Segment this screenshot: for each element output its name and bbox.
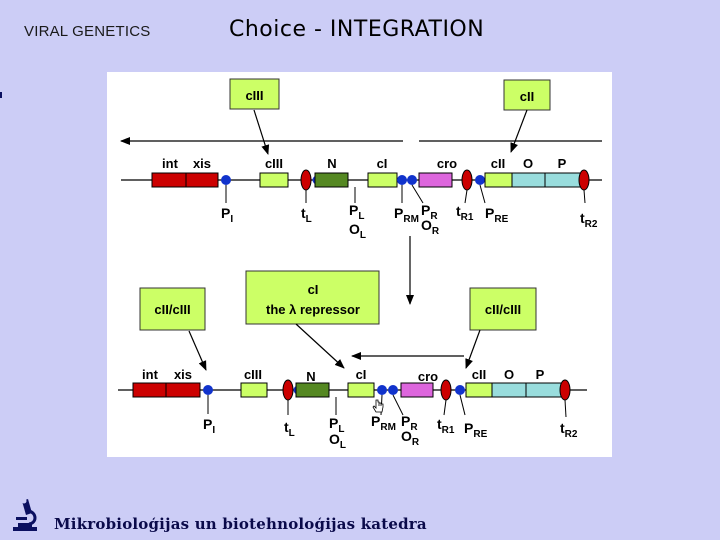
svg-text:tR1: tR1 bbox=[456, 203, 474, 223]
gene-ci-block bbox=[367, 172, 398, 188]
gene-p-block bbox=[544, 172, 582, 188]
gene-cii-label-bottom: cII bbox=[472, 367, 486, 382]
gene-cii-label: cII bbox=[491, 156, 505, 171]
svg-text:PRE: PRE bbox=[485, 205, 509, 225]
promoter-pr bbox=[407, 175, 417, 185]
edge-mark bbox=[0, 92, 2, 98]
gene-n-label-bottom: N bbox=[306, 369, 315, 384]
promoter-pi-bottom bbox=[203, 385, 213, 395]
cursor-hand-icon bbox=[372, 399, 384, 413]
gene-cro-label-bottom: cro bbox=[418, 369, 438, 384]
integration-diagram: cIII cII int xis cIII N cI cro cII O P bbox=[118, 78, 602, 451]
arrow-icon bbox=[295, 323, 345, 369]
arrow-icon bbox=[510, 109, 528, 153]
promoter-pr-bottom bbox=[388, 385, 398, 395]
ciicii-left-box bbox=[139, 287, 206, 331]
gene-ci-label-bottom: cI bbox=[356, 367, 367, 382]
repressor-box bbox=[245, 270, 380, 325]
gene-cro-block-bottom bbox=[400, 382, 434, 398]
gene-n-block bbox=[314, 172, 349, 188]
cii-top-label: cII bbox=[520, 89, 534, 104]
svg-text:tR2: tR2 bbox=[580, 210, 598, 230]
gene-ciii-block bbox=[259, 172, 289, 188]
slide-title: Choice - INTEGRATION bbox=[229, 17, 485, 42]
arrow-icon bbox=[188, 330, 207, 371]
svg-text:tL: tL bbox=[284, 419, 295, 439]
svg-text:PRE: PRE bbox=[464, 420, 488, 440]
diagram-panel: cIII cII int xis cIII N cI cro cII O P bbox=[107, 72, 612, 457]
svg-text:PRM: PRM bbox=[371, 413, 396, 433]
course-label: VIRAL GENETICS bbox=[24, 23, 151, 40]
gene-ciii-block-bottom bbox=[240, 382, 268, 398]
site-labels-top: PI tL PL OL PRM PR OR tR1 PRE tR2 bbox=[221, 202, 598, 241]
arrow-icon bbox=[465, 329, 481, 369]
ciicii-right-label: cII/cIII bbox=[485, 302, 521, 317]
gene-cii-block bbox=[484, 172, 513, 188]
promoter-prm bbox=[397, 175, 407, 185]
gene-p-block-bottom bbox=[525, 382, 562, 398]
terminator-tr2-bottom bbox=[559, 379, 571, 401]
gene-cro-block bbox=[418, 172, 453, 188]
promoter-prm-bottom bbox=[377, 385, 387, 395]
ciicii-left-label: cII/cIII bbox=[154, 302, 190, 317]
svg-text:PI: PI bbox=[203, 416, 215, 436]
gene-int-block-bottom bbox=[132, 382, 167, 398]
gene-o-block-bottom bbox=[491, 382, 527, 398]
gene-int-label: int bbox=[162, 156, 179, 171]
gene-int-label-bottom: int bbox=[142, 367, 159, 382]
site-labels-bottom: PI tL PL OL PRM PR OR tR1 PRE tR2 bbox=[203, 413, 578, 451]
svg-text:PI: PI bbox=[221, 205, 233, 225]
gene-p-label-bottom: P bbox=[536, 367, 545, 382]
microscope-logo-icon bbox=[10, 497, 42, 537]
gene-n-label: N bbox=[327, 156, 336, 171]
repressor-line2: the λ repressor bbox=[266, 302, 360, 317]
repressor-line1: cI bbox=[308, 282, 319, 297]
svg-text:PRM: PRM bbox=[394, 205, 419, 225]
terminator-tl-bottom bbox=[282, 379, 294, 401]
gene-n-block-bottom bbox=[295, 382, 330, 398]
terminator-tr1 bbox=[461, 169, 473, 191]
gene-o-block bbox=[511, 172, 546, 188]
gene-p-label: P bbox=[558, 156, 567, 171]
svg-text:OL: OL bbox=[349, 221, 366, 241]
site-stems-top bbox=[225, 184, 586, 204]
promoter-pi bbox=[221, 175, 231, 185]
promoter-pre bbox=[475, 175, 485, 185]
svg-text:PL: PL bbox=[349, 202, 364, 222]
gene-cii-block-bottom bbox=[465, 382, 493, 398]
gene-ci-label: cI bbox=[377, 156, 388, 171]
gene-xis-label-bottom: xis bbox=[174, 367, 192, 382]
terminator-tl bbox=[300, 169, 312, 191]
gene-ciii-label-bottom: cIII bbox=[244, 367, 262, 382]
svg-text:tR1: tR1 bbox=[437, 416, 455, 436]
svg-text:tL: tL bbox=[301, 205, 312, 225]
site-stems-bottom bbox=[207, 394, 567, 418]
arrow-icon bbox=[253, 109, 270, 155]
cii-top-box bbox=[503, 79, 551, 111]
gene-xis-label: xis bbox=[193, 156, 211, 171]
gene-o-label: O bbox=[523, 156, 533, 171]
svg-text:tR2: tR2 bbox=[560, 420, 578, 440]
ciii-top-box bbox=[229, 78, 280, 110]
gene-xis-block-bottom bbox=[165, 382, 201, 398]
ciicii-right-box bbox=[469, 287, 537, 331]
promoter-pre-bottom bbox=[455, 385, 465, 395]
department-footer: Mikrobioloģijas un biotehnoloģijas kated… bbox=[54, 515, 427, 533]
gene-cro-label: cro bbox=[437, 156, 457, 171]
terminator-tr1-bottom bbox=[440, 379, 452, 401]
ciii-top-label: cIII bbox=[245, 88, 263, 103]
terminator-tr2 bbox=[578, 169, 590, 191]
gene-int-block bbox=[151, 172, 187, 188]
gene-xis-block bbox=[185, 172, 219, 188]
gene-ci-block-bottom bbox=[347, 382, 375, 398]
gene-ciii-label: cIII bbox=[265, 156, 283, 171]
gene-o-label-bottom: O bbox=[504, 367, 514, 382]
